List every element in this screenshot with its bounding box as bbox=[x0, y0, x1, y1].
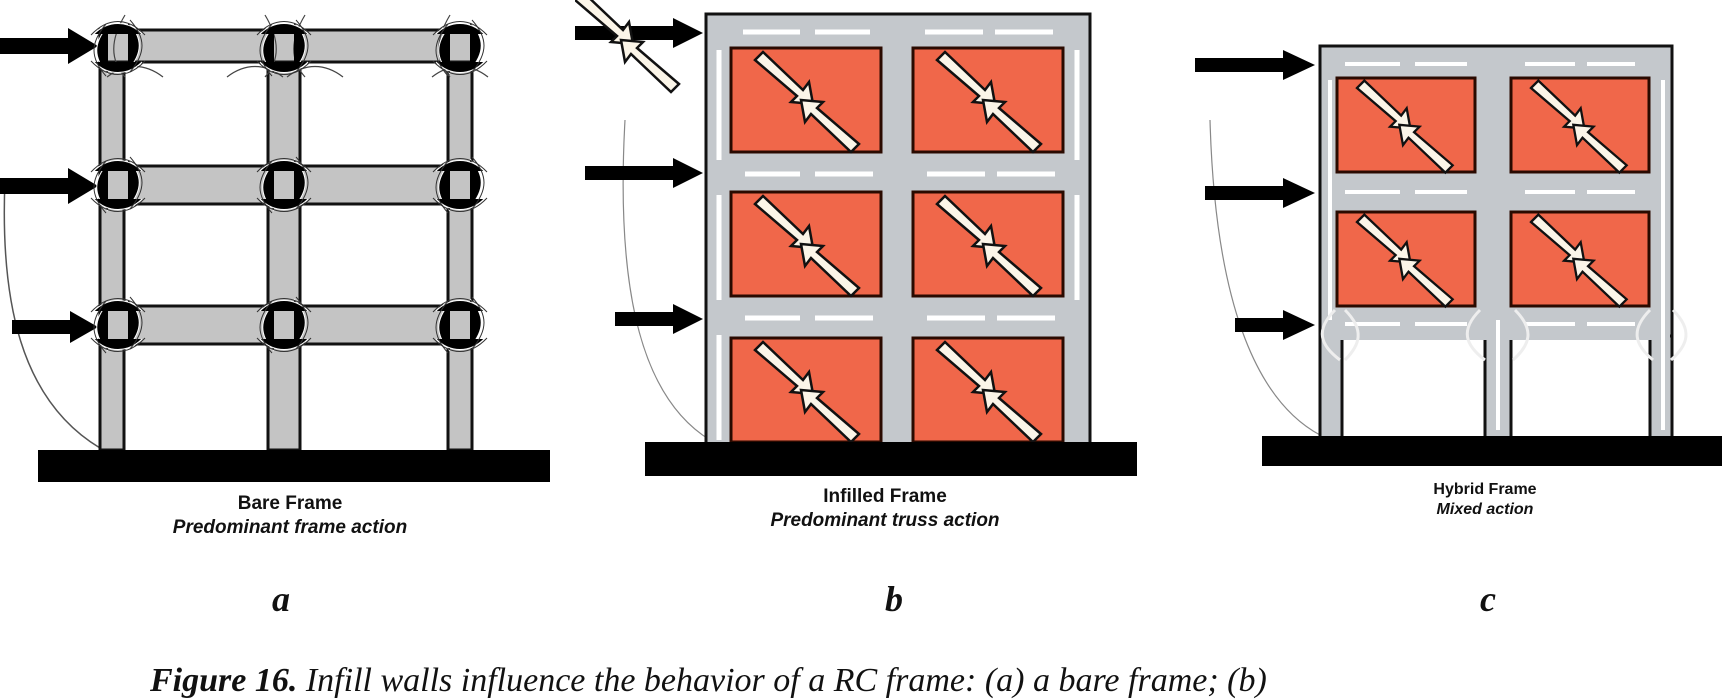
deflected-shape-curve bbox=[1209, 119, 1321, 436]
infill-panels bbox=[1335, 76, 1651, 308]
foundation-base bbox=[645, 442, 1137, 476]
bare-frame-title: Bare Frame bbox=[237, 493, 343, 514]
panel-hybrid-frame: Hybrid Frame Mixed action bbox=[1195, 0, 1722, 560]
diagonal-strut-compression-arrow bbox=[575, 0, 681, 94]
panel-letter-b: b bbox=[885, 579, 903, 619]
lateral-load-arrow bbox=[1195, 50, 1315, 340]
infilled-frame-label: Infilled Frame Predominant truss action bbox=[665, 485, 1105, 533]
bare-frame-diagram bbox=[0, 0, 550, 482]
figure-number: Figure 16. bbox=[150, 662, 298, 699]
axial-force-arrow bbox=[716, 29, 1080, 440]
panel-infilled-frame: Infilled Frame Predominant truss action bbox=[575, 0, 1145, 560]
panel-bare-frame: Bare Frame Predominant frame action bbox=[0, 0, 560, 560]
infill-panels bbox=[729, 46, 1065, 444]
joint-rotation-outline bbox=[90, 19, 488, 354]
hybrid-frame-diagram bbox=[1195, 44, 1722, 466]
infilled-frame-subtitle: Predominant truss action bbox=[770, 510, 1000, 531]
hybrid-frame-subtitle: Mixed action bbox=[1436, 501, 1534, 518]
moment-rotation-arrow bbox=[1320, 308, 1688, 362]
lateral-load-arrow bbox=[575, 18, 703, 334]
lateral-load-arrow bbox=[0, 28, 98, 343]
bare-frame-subtitle: Predominant frame action bbox=[172, 517, 408, 538]
bare-frame-label: Bare Frame Predominant frame action bbox=[60, 492, 520, 540]
figure-caption-text: Infill walls influence the behavior of a… bbox=[305, 662, 1267, 699]
foundation-base bbox=[1262, 436, 1722, 466]
foundation-base bbox=[38, 450, 550, 482]
panel-letter-a: a bbox=[272, 579, 290, 619]
figure-caption: Figure 16. Infill walls influence the be… bbox=[150, 662, 1650, 700]
deflected-shape-curve bbox=[622, 119, 711, 441]
moment-rotation-arrow bbox=[0, 0, 26, 27]
infilled-frame-diagram bbox=[575, 0, 1137, 476]
deflected-shape-curve bbox=[3, 179, 101, 449]
panel-letter-c: c bbox=[1480, 579, 1496, 619]
hybrid-frame-title: Hybrid Frame bbox=[1433, 481, 1537, 498]
infilled-frame-title: Infilled Frame bbox=[823, 486, 947, 507]
hybrid-frame-label: Hybrid Frame Mixed action bbox=[1295, 480, 1675, 520]
